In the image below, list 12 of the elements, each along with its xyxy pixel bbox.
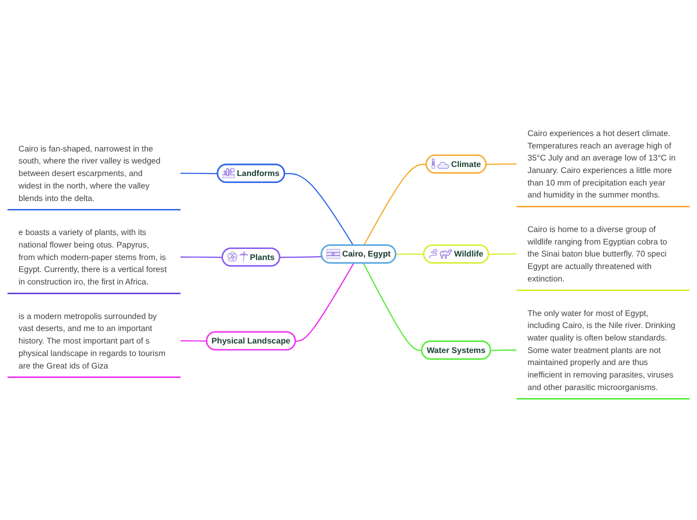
- connector: [363, 164, 427, 246]
- connector: [284, 172, 354, 246]
- connector: [180, 256, 223, 258]
- connector: [488, 253, 516, 255]
- connector: [363, 262, 422, 351]
- connector: [490, 349, 516, 351]
- connector: [180, 172, 218, 174]
- connector: [296, 262, 354, 342]
- connector: [396, 253, 424, 255]
- connector: [280, 256, 322, 258]
- connector: [486, 163, 516, 165]
- connector: [180, 340, 207, 342]
